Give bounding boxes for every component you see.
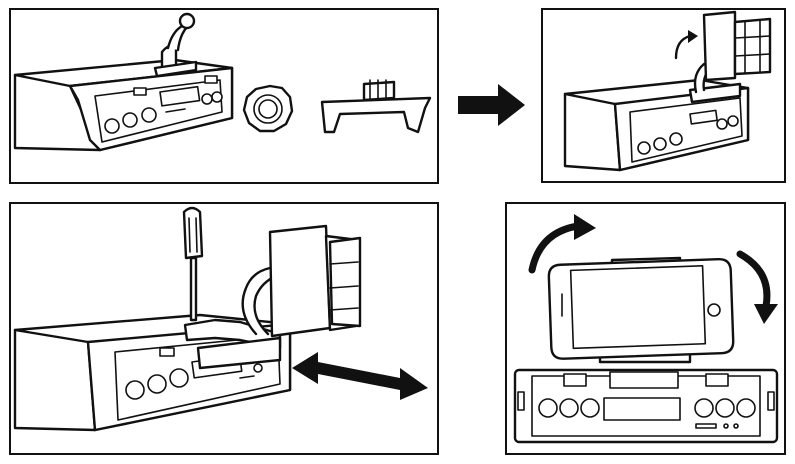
curved-arrow-icon xyxy=(736,250,778,324)
screwdriver-icon xyxy=(182,206,204,322)
step-1-panel xyxy=(9,8,439,184)
step-2-panel xyxy=(541,8,786,183)
holder-clip xyxy=(320,79,432,134)
car-radio-front xyxy=(513,368,779,444)
mount-base-with-ball xyxy=(153,12,198,78)
car-radio-unit xyxy=(563,78,750,172)
curved-arrow-icon xyxy=(528,214,596,274)
step-4-panel xyxy=(505,202,786,455)
phone-holder-mounted xyxy=(183,224,362,370)
car-radio-unit xyxy=(13,58,234,152)
phone-holder-attached xyxy=(688,10,772,104)
curved-arrow-icon xyxy=(674,30,698,60)
step-3-panel xyxy=(9,202,439,455)
mount-nut xyxy=(242,84,294,133)
double-arrow-icon xyxy=(292,352,428,400)
smartphone xyxy=(547,258,735,360)
right-arrow-icon xyxy=(458,84,525,126)
